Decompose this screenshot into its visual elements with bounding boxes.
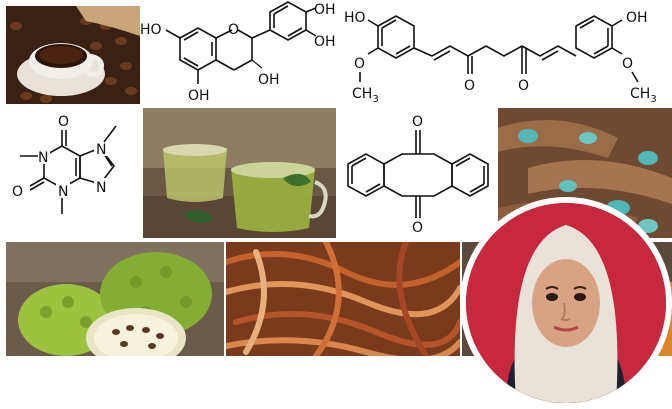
methoxy-oxygen-label: O <box>354 56 365 72</box>
curcumin-structure: HO O CH3 O O OH O CH3 <box>338 0 672 106</box>
noni-fruit-photo-icon <box>6 242 224 356</box>
hydroxyl-label: HO <box>140 22 162 38</box>
portrait-frame <box>460 197 672 409</box>
coffee-photo-tile <box>6 6 140 104</box>
green-tea-photo-tile <box>143 108 336 238</box>
nitrogen-label: N <box>58 184 68 200</box>
hydroxyl-label: OH <box>188 88 210 104</box>
carbonyl-oxygen-label: O <box>58 114 69 130</box>
hydroxyl-label: OH <box>258 72 280 88</box>
bark-shavings-photo-icon <box>226 242 460 356</box>
methyl-label: CH3 <box>630 86 657 105</box>
hydroxyl-label: OH <box>626 10 648 26</box>
hydroxyl-label: HO <box>344 10 366 26</box>
methoxy-oxygen-label: O <box>622 56 633 72</box>
anthraquinone-structure: O O <box>338 108 498 238</box>
portrait-photo-icon <box>466 203 666 403</box>
hydroxyl-label: OH <box>314 34 336 50</box>
methyl-label: CH3 <box>352 86 379 105</box>
carbonyl-oxygen-label: O <box>412 220 423 236</box>
ring-oxygen-label: O <box>228 22 239 38</box>
nitrogen-label: N <box>38 150 48 166</box>
noni-fruit-photo-tile <box>6 242 224 356</box>
carbonyl-oxygen-label: O <box>412 114 423 130</box>
caffeine-structure: O O N N N N <box>0 108 142 238</box>
catechin-structure: O HO OH OH OH OH <box>140 0 336 108</box>
portrait-photo <box>466 203 666 403</box>
ketone-oxygen-label: O <box>518 78 529 94</box>
nitrogen-label: N <box>96 142 106 158</box>
hydroxyl-label: OH <box>314 2 336 18</box>
carbonyl-oxygen-label: O <box>12 184 23 200</box>
bark-shavings-photo-tile <box>226 242 460 356</box>
nitrogen-label: N <box>96 180 106 196</box>
green-tea-photo-icon <box>143 108 336 238</box>
ketone-oxygen-label: O <box>464 78 475 94</box>
coffee-cup-photo-icon <box>6 6 140 104</box>
